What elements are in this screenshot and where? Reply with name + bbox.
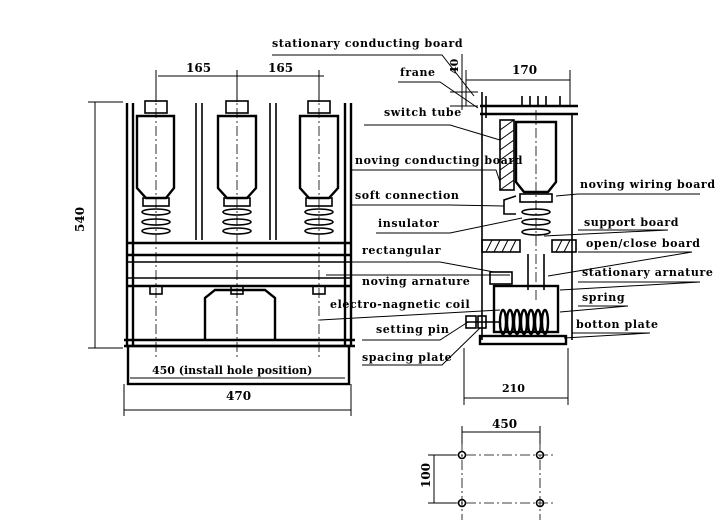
label-setting-pin: setting pin [376,323,450,336]
dim-side-base: 210 [502,382,525,395]
mount-hole [535,450,545,460]
mount-hole [457,450,467,460]
dim-width-front: 470 [226,389,251,403]
label-open-close-board: open/close board [586,237,701,250]
dim-side-top-offset: 40 [448,58,461,74]
label-support-board: support board [584,216,679,229]
label-stationary-armature: stationary arnature [582,266,713,279]
switch-tube-pole-2 [216,90,258,360]
front-view [124,90,355,386]
front-dimensions [88,70,352,416]
dim-hole-width: 450 [492,417,517,431]
install-hole-detail [428,426,556,520]
label-soft-connection: soft connection [355,189,460,202]
dim-height: 540 [73,207,87,232]
label-spring: spring [582,291,625,304]
leader-lines [272,54,701,366]
label-electro-magnetic-coil: electro-nagnetic coil [330,298,470,311]
switch-tube-pole-1 [135,90,176,360]
mount-hole [535,498,545,508]
label-rectangular: rectangular [362,244,441,257]
mount-hole [457,498,467,508]
side-view [465,92,578,346]
label-spacing-plate: spacing plate [362,351,452,364]
dim-install-hole: 450 (install hole position) [152,364,312,377]
dim-hole-height: 100 [419,463,433,488]
label-switch-tube: switch tube [384,106,462,119]
label-stationary-conducting-board: stationary conducting board [272,37,463,50]
dim-pole-spacing-1: 165 [186,61,211,75]
label-frame: frane [400,66,436,79]
label-insulator: insulator [378,217,439,230]
dim-side-width: 170 [512,63,537,77]
label-moving-armature: noving arnature [362,275,470,288]
label-bottom-plate: botton plate [576,318,659,331]
label-moving-wiring-board: noving wiring board [580,178,716,191]
switch-tube-pole-3 [298,90,340,360]
label-moving-conducting-board: noving conducting board [355,154,523,167]
dim-pole-spacing-2: 165 [268,61,293,75]
